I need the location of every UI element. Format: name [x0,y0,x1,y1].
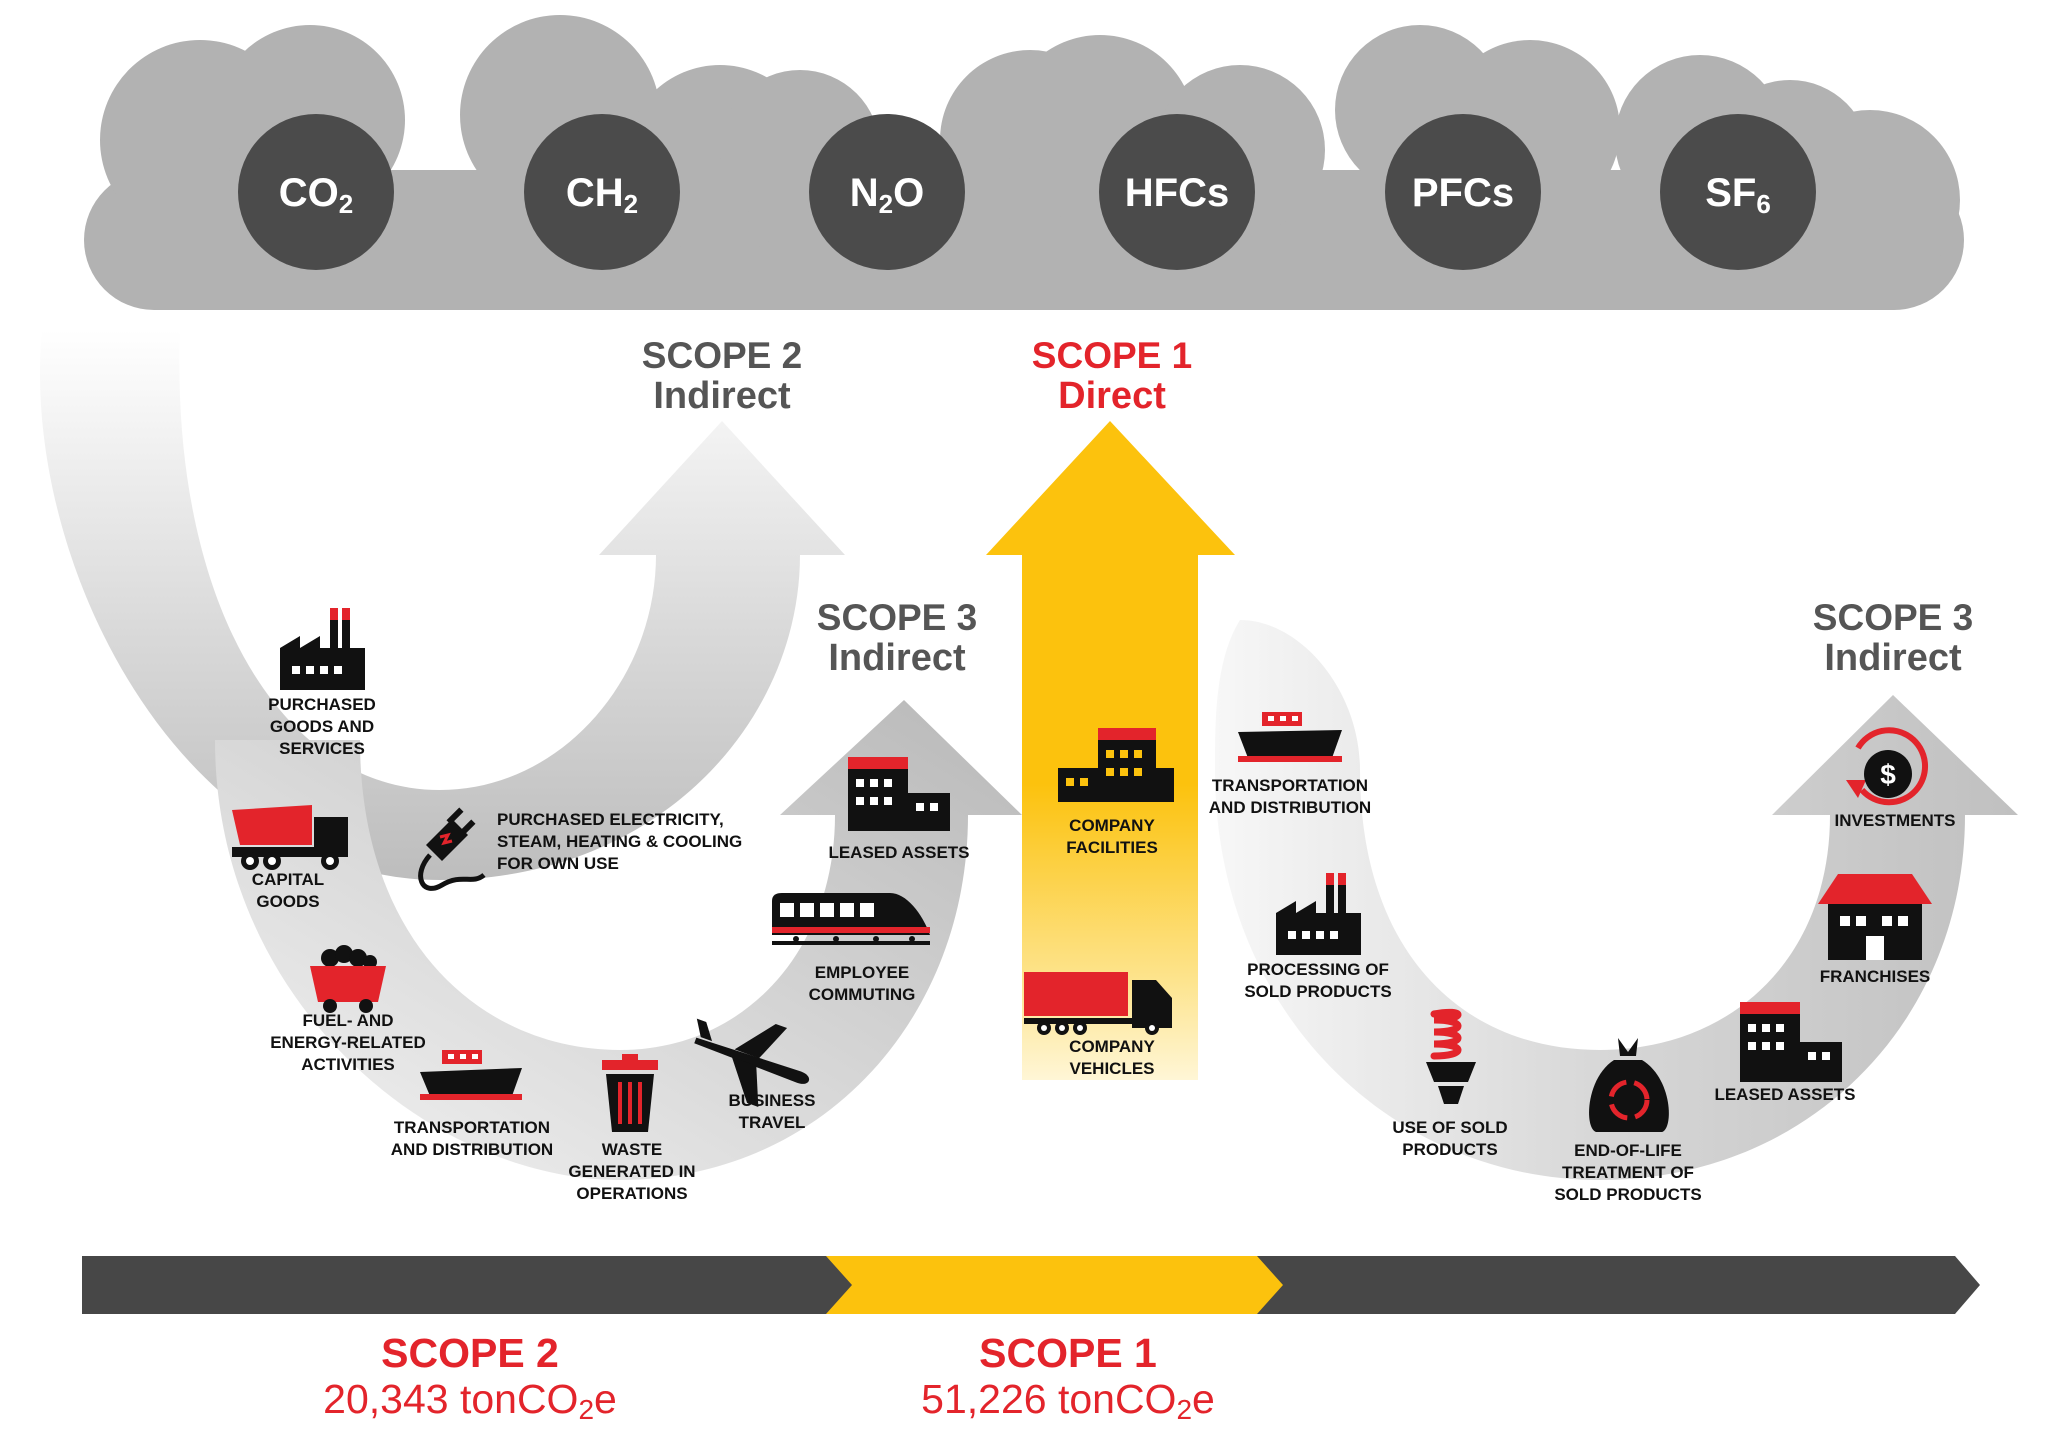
gas-label-n2o: N2O [850,171,924,219]
svg-text:$: $ [1880,759,1896,790]
electric-plug-icon [418,807,486,891]
gas-list: CO2 CH2 N2O HFCs PFCs SF6 [238,114,1816,270]
scope1-heading: SCOPE 1 Direct [1032,335,1192,417]
gas-label-hfcs: HFCs [1125,171,1229,215]
scope2-heading-title: SCOPE 2 [642,335,802,376]
waste-label-3: OPERATIONS [576,1184,687,1203]
transport-down-label-2: AND DISTRIBUTION [1209,798,1371,817]
scope1-total-value: 51,226 tonCO2e [921,1376,1215,1425]
scope3-right-heading-sub: Indirect [1824,637,1962,679]
scope2-heading-sub: Indirect [653,375,791,417]
scope3-left-heading-sub: Indirect [828,637,966,679]
transport-up-label-1: TRANSPORTATION [394,1118,550,1137]
purchased-goods-label-1: PURCHASED [268,695,376,714]
franchises-label: FRANCHISES [1820,967,1931,986]
scope2-total-title: SCOPE 2 [381,1330,559,1376]
gas-label-pfcs: PFCs [1412,171,1514,215]
scope3-upstream-arrow [215,700,1022,1180]
waste-label-1: WASTE [602,1140,662,1159]
factory-icon [1276,873,1361,955]
factory-icon [280,608,365,690]
processing-label-2: SOLD PRODUCTS [1244,982,1391,1001]
gas-circle-sf6 [1660,114,1816,270]
fuel-energy-label-2: ENERGY-RELATED [270,1033,426,1052]
purchased-electricity-label-2: STEAM, HEATING & COOLING [497,832,742,851]
purchased-electricity-label-3: FOR OWN USE [497,854,619,873]
scope3-downstream-arrow [1215,620,2018,1180]
gas-circle-ch2 [524,114,680,270]
scope2-total: SCOPE 2 20,343 tonCO2e [323,1330,617,1425]
purchased-goods-label-2: GOODS AND [270,717,374,736]
gas-circle-n2o [809,114,965,270]
ship-icon [1238,712,1342,762]
company-vehicles-label-2: VEHICLES [1069,1059,1154,1078]
purchased-goods-label-3: SERVICES [279,739,365,758]
ship-icon [420,1050,522,1100]
company-facilities-label-1: COMPANY [1069,816,1155,835]
delivery-truck-icon [1024,972,1172,1035]
gas-circle-pfcs [1385,114,1541,270]
investments-label: INVESTMENTS [1835,811,1956,830]
employee-commuting-label-2: COMMUTING [809,985,916,1004]
end-of-life-label-2: TREATMENT OF [1562,1163,1694,1182]
scope1-heading-title: SCOPE 1 [1032,335,1192,376]
light-bulb-icon [1426,1008,1476,1104]
office-building-icon [1740,1002,1842,1082]
scope3-downstream-heading: SCOPE 3 Indirect [1813,597,1973,679]
scope1-total-title: SCOPE 1 [979,1330,1157,1376]
capital-goods-label-2: GOODS [256,892,319,911]
waste-label-2: GENERATED IN [568,1162,695,1181]
business-travel-label-2: TRAVEL [739,1113,806,1132]
leased-assets-up-label: LEASED ASSETS [828,843,969,862]
gas-circle-co2 [238,114,394,270]
gas-circle-hfcs [1099,114,1255,270]
transport-up-label-2: AND DISTRIBUTION [391,1140,553,1159]
business-travel-label-1: BUSINESS [729,1091,816,1110]
use-sold-label-2: PRODUCTS [1402,1140,1497,1159]
store-house-icon [1818,874,1932,960]
end-of-life-label-3: SOLD PRODUCTS [1554,1185,1701,1204]
company-facilities-icon [1058,728,1174,802]
trash-can-icon [602,1054,658,1132]
scope1-heading-sub: Direct [1058,375,1166,417]
gas-label-sf6: SF6 [1705,171,1771,219]
coal-cart-icon [310,945,386,1013]
investment-dollar-icon: $ [1846,727,1929,806]
employee-commuting-label-1: EMPLOYEE [815,963,909,982]
capital-goods-label-1: CAPITAL [252,870,324,889]
office-building-icon [848,757,950,831]
purchased-electricity-label-1: PURCHASED ELECTRICITY, [497,810,724,829]
scope2-heading: SCOPE 2 Indirect [642,335,802,417]
scope3-upstream-heading: SCOPE 3 Indirect [817,597,977,679]
leased-assets-down-label: LEASED ASSETS [1714,1085,1855,1104]
scope3-left-heading-title: SCOPE 3 [817,597,977,638]
train-icon [772,893,930,945]
gas-label-co2: CO2 [279,171,353,219]
company-facilities-label-2: FACILITIES [1066,838,1158,857]
end-of-life-label-1: END-OF-LIFE [1574,1141,1682,1160]
recycle-bag-icon [1589,1038,1669,1132]
scope2-total-value: 20,343 tonCO2e [323,1376,617,1425]
scope1-total: SCOPE 1 51,226 tonCO2e [921,1330,1215,1425]
airplane-icon [694,1018,810,1107]
company-vehicles-label-1: COMPANY [1069,1037,1155,1056]
scope-timeline-bar [82,1256,1980,1314]
processing-label-1: PROCESSING OF [1247,960,1389,979]
transport-down-label-1: TRANSPORTATION [1212,776,1368,795]
dump-truck-icon [232,805,348,870]
fuel-energy-label-1: FUEL- AND [303,1011,394,1030]
use-sold-label-1: USE OF SOLD [1392,1118,1507,1137]
fuel-energy-label-3: ACTIVITIES [301,1055,395,1074]
gas-label-ch2: CH2 [566,171,638,219]
scope3-right-heading-title: SCOPE 3 [1813,597,1973,638]
